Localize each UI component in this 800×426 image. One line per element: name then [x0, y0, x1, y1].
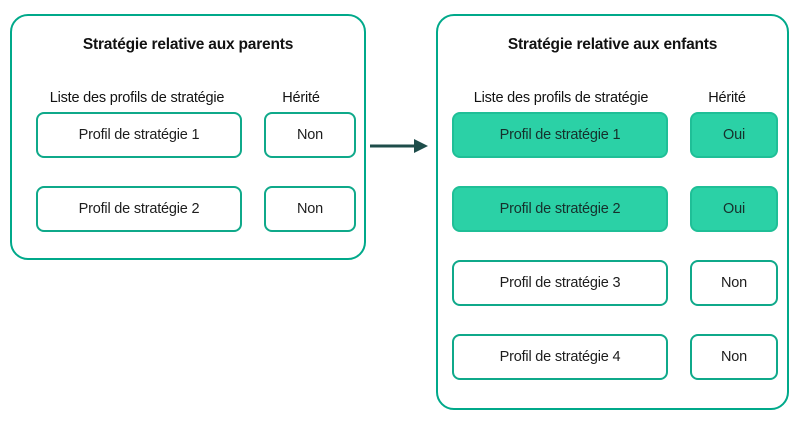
table-row: Profil de stratégie 3 Non [438, 260, 787, 306]
table-row: Profil de stratégie 2 Oui [438, 186, 787, 232]
panel-parent-title: Stratégie relative aux parents [82, 36, 294, 53]
panel-child-rows: Profil de stratégie 1 Oui Profil de stra… [438, 112, 787, 408]
column-header-profiles: Liste des profils de stratégie [49, 90, 225, 106]
table-row: Profil de stratégie 4 Non [438, 334, 787, 380]
profile-cell[interactable]: Profil de stratégie 2 [452, 186, 668, 232]
panel-child-title: Stratégie relative aux enfants [507, 36, 718, 53]
column-header-inherited: Hérité [282, 90, 320, 106]
inherited-cell[interactable]: Oui [690, 112, 778, 158]
panel-parent-rows: Profil de stratégie 1 Non Profil de stra… [12, 112, 364, 260]
panel-child-column-headers: Liste des profils de stratégie Hérité [438, 88, 787, 108]
profile-cell[interactable]: Profil de stratégie 2 [36, 186, 242, 232]
profile-cell[interactable]: Profil de stratégie 3 [452, 260, 668, 306]
column-header-inherited: Hérité [708, 90, 746, 106]
inherited-cell[interactable]: Non [690, 260, 778, 306]
table-row: Profil de stratégie 1 Non [12, 112, 364, 158]
profile-cell[interactable]: Profil de stratégie 1 [36, 112, 242, 158]
flow-arrow-icon [370, 139, 428, 153]
inherited-cell[interactable]: Oui [690, 186, 778, 232]
table-row: Profil de stratégie 2 Non [12, 186, 364, 232]
column-header-profiles: Liste des profils de stratégie [473, 90, 649, 106]
profile-cell[interactable]: Profil de stratégie 4 [452, 334, 668, 380]
panel-parent-strategy: Stratégie relative aux parents Liste des… [10, 14, 366, 260]
inherited-cell[interactable]: Non [264, 112, 356, 158]
table-row: Profil de stratégie 1 Oui [438, 112, 787, 158]
profile-cell[interactable]: Profil de stratégie 1 [452, 112, 668, 158]
inherited-cell[interactable]: Non [264, 186, 356, 232]
inherited-cell[interactable]: Non [690, 334, 778, 380]
panel-parent-column-headers: Liste des profils de stratégie Hérité [12, 88, 364, 108]
panel-child-strategy: Stratégie relative aux enfants Liste des… [436, 14, 789, 410]
